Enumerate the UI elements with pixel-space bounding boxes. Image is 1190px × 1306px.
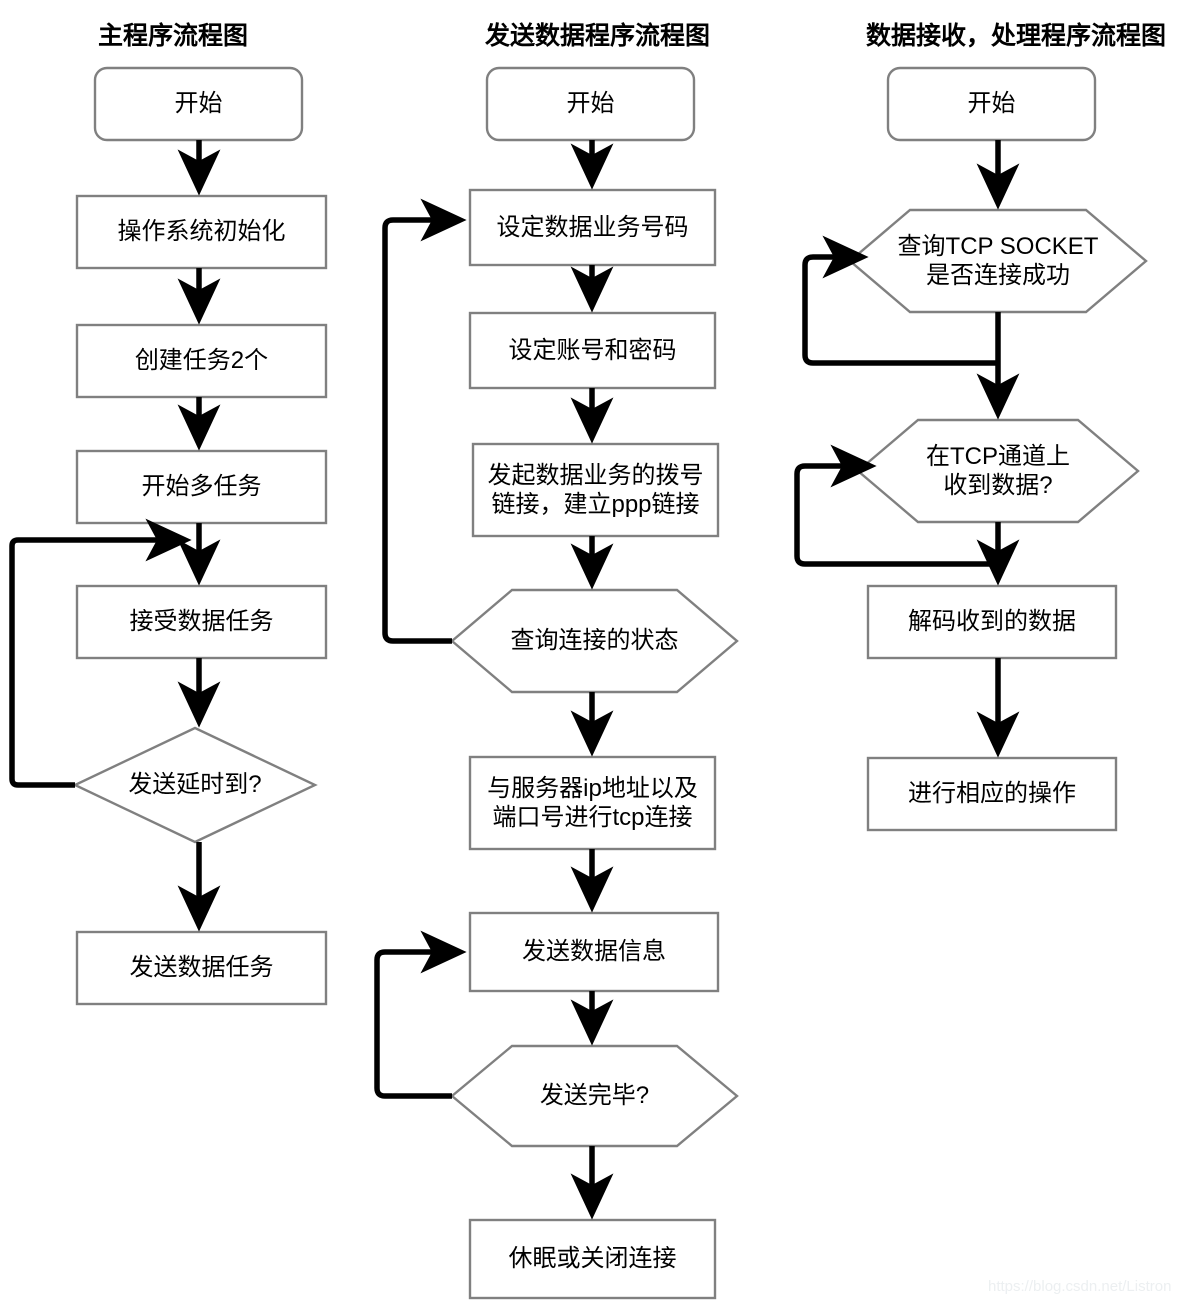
connector-c3-loop2 — [794, 444, 998, 567]
node-c1-n7-shape[interactable] — [75, 930, 328, 1006]
connector-c1-loop — [9, 518, 192, 788]
column-1-shapes — [72, 66, 328, 1006]
node-c3-n1-shape[interactable] — [886, 66, 1097, 142]
connector-c2-loop2 — [374, 930, 467, 1099]
column-title-main-program: 主程序流程图 — [98, 22, 249, 50]
column-2-shapes — [450, 66, 739, 1300]
node-c1-n2-shape[interactable] — [75, 194, 328, 270]
column-1-connectors — [9, 140, 221, 932]
node-c2-n4-shape[interactable] — [471, 442, 720, 538]
node-c3-n2-shape[interactable] — [848, 208, 1148, 314]
node-c1-n5-shape[interactable] — [75, 584, 328, 660]
column-3-connectors — [794, 140, 1020, 758]
node-c2-n7-shape[interactable] — [468, 911, 720, 993]
node-c3-n3-shape[interactable] — [856, 418, 1140, 524]
node-c1-n6-shape[interactable] — [72, 726, 318, 844]
node-c1-n1-shape[interactable] — [93, 66, 304, 142]
node-c3-n5-shape[interactable] — [866, 756, 1118, 832]
connector-c2-loop1 — [382, 198, 467, 644]
column-title-receive-process-program: 数据接收，处理程序流程图 — [866, 22, 1167, 50]
node-c2-n6-shape[interactable] — [468, 755, 717, 851]
column-3-shapes — [848, 66, 1148, 832]
node-c2-n5-shape[interactable] — [450, 588, 739, 694]
watermark-text: https://blog.csdn.net/Listron — [988, 1278, 1172, 1295]
connector-c3-loop1 — [802, 235, 998, 366]
node-c2-n2-shape[interactable] — [468, 188, 717, 267]
node-c2-n9-shape[interactable] — [468, 1218, 717, 1300]
column-title-send-data-program: 发送数据程序流程图 — [485, 22, 711, 50]
node-c2-n3-shape[interactable] — [468, 311, 717, 390]
column-2-connectors — [374, 140, 614, 1220]
node-c1-n4-shape[interactable] — [75, 449, 328, 525]
node-c1-n3-shape[interactable] — [75, 323, 328, 399]
node-c2-n1-shape[interactable] — [485, 66, 696, 142]
node-c2-n8-shape[interactable] — [450, 1044, 739, 1148]
node-c3-n4-shape[interactable] — [866, 584, 1118, 660]
